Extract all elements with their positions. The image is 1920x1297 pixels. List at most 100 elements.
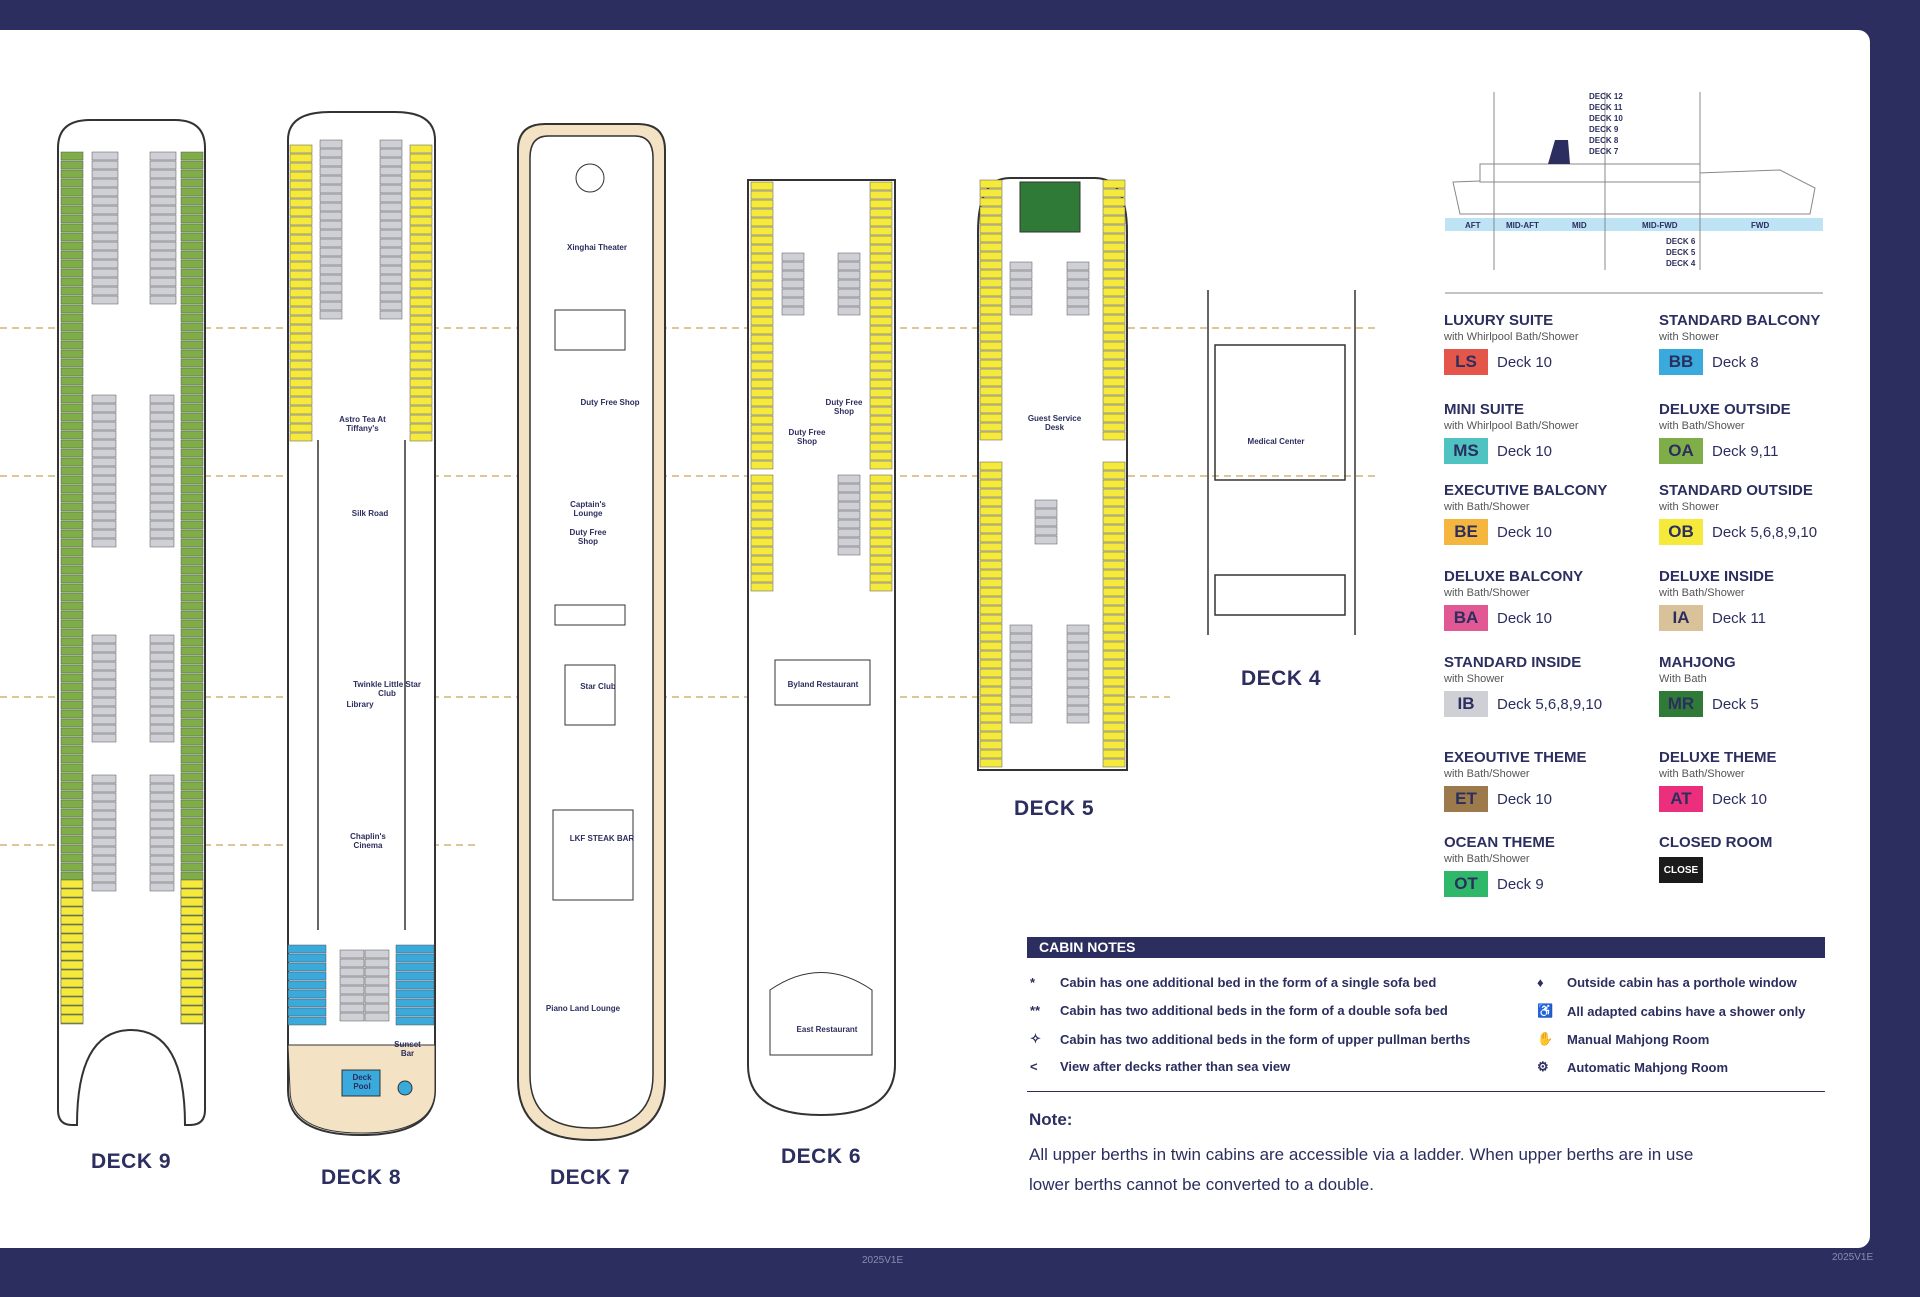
deck-5-outside-cabin (1102, 188, 1126, 198)
ship-zone-label: FWD (1751, 221, 1769, 230)
deck-6-outside-cabin (750, 226, 774, 236)
deck-5-outside-cabin (1102, 197, 1126, 207)
deck-9-outside-cabin (180, 897, 204, 907)
deck-6-outside-cabin (869, 325, 893, 335)
deck-5-outside-cabin (1102, 422, 1126, 432)
deck-9-inside-cabin (149, 661, 175, 671)
deck-9-inside-cabin (149, 466, 175, 476)
deck-6-outside-cabin (869, 370, 893, 380)
deck-9-outside-cabin (60, 241, 84, 251)
deck-5-outside-cabin (979, 578, 1003, 588)
deck-9-inside-cabin (91, 178, 119, 188)
deck-5-outside-cabin (979, 341, 1003, 351)
deck-5-outside-cabin (1102, 740, 1126, 750)
deck-9-outside-cabin (180, 331, 204, 341)
deck-8-outside-cabin (409, 207, 433, 217)
deck-8-outside-cabin (289, 414, 313, 424)
notes-divider (1027, 1091, 1825, 1092)
deck-6-inside-cabin (781, 306, 805, 316)
deck-6-outside-cabin (869, 415, 893, 425)
deck-8-inside-cabin (319, 193, 343, 203)
deck-5-outside-cabin (1102, 497, 1126, 507)
deck-4-label: DECK 4 (1241, 667, 1322, 690)
deck-9-outside-cabin (60, 268, 84, 278)
deck-5-outside-cabin (979, 269, 1003, 279)
deck-5-outside-cabin (979, 623, 1003, 633)
deck-5-outside-cabin (1102, 677, 1126, 687)
deck-6-outside-cabin (750, 519, 774, 529)
deck-9-outside-cabin (60, 673, 84, 683)
deck-9-inside-cabin (91, 697, 117, 707)
deck-9-outside-cabin (60, 1005, 84, 1015)
deck-5-outside-cabin (1102, 386, 1126, 396)
deck-9-outside-cabin (180, 223, 204, 233)
deck-6-outside-cabin (750, 199, 774, 209)
deck-8-outside-cabin (409, 378, 433, 388)
deck-5-outside-cabin (1102, 179, 1126, 189)
deck-5-outside-cabin (1102, 587, 1126, 597)
legend-title: LUXURY SUITE (1444, 312, 1554, 329)
deck-9-outside-cabin (60, 178, 84, 188)
deck-9-inside-cabin (91, 277, 119, 287)
deck-6-inside-cabin (781, 288, 805, 298)
deck-9-inside-cabin (149, 882, 175, 892)
deck-6-outside-cabin (750, 388, 774, 398)
deck-8-inside-cabin (379, 202, 403, 212)
deck-9-inside-cabin (149, 241, 177, 251)
deck-5-outside-cabin (1102, 377, 1126, 387)
legend-title: STANDARD OUTSIDE (1659, 482, 1813, 499)
deck-9-outside-cabin (180, 996, 204, 1006)
deck-9-inside-cabin (149, 864, 175, 874)
deck-9-inside-cabin (91, 792, 117, 802)
note-text: Manual Mahjong Room (1567, 1031, 1710, 1047)
legend-code-badge: MS (1444, 438, 1488, 464)
deck-9-outside-cabin (180, 511, 204, 521)
note-text: Cabin has one additional bed in the form… (1060, 975, 1437, 990)
ship-deck-level-label: DECK 9 (1589, 125, 1619, 134)
deck-6-outside-cabin (750, 582, 774, 592)
deck-5-outside-cabin (979, 596, 1003, 606)
deck-8-inside-cabin (319, 247, 343, 257)
legend-decks: Deck 8 (1712, 353, 1759, 371)
deck-8-inside-cabin (364, 1003, 390, 1013)
deck-9-inside-cabin (149, 520, 175, 530)
deck-8-outside-cabin (409, 360, 433, 370)
deck-9-outside-cabin (60, 421, 84, 431)
venue-piano-land-lounge: Piano Land Lounge (545, 1004, 621, 1013)
deck-5-inside-cabin (1009, 642, 1033, 652)
deck-5-outside-cabin (1102, 623, 1126, 633)
legend-subtitle: with Bath/Shower (1444, 853, 1530, 865)
deck-5-inside-cabin (1066, 696, 1090, 706)
deck-9-outside-cabin (60, 403, 84, 413)
legend-subtitle: with Whirlpool Bath/Shower (1444, 331, 1579, 343)
deck-8-outside-cabin (289, 189, 313, 199)
zone-divider-lines (0, 327, 1375, 846)
deck-5-inside-cabin (1066, 687, 1090, 697)
deck-9-inside-cabin (149, 421, 175, 431)
deck-9-outside-cabin (60, 385, 84, 395)
deck-5-outside-cabin (979, 488, 1003, 498)
deck-9-outside-cabin (60, 969, 84, 979)
deck-8-outside-cabin (289, 432, 313, 442)
deck-8-inside-cabin (379, 283, 403, 293)
deck-9-outside-cabin (180, 592, 204, 602)
deck-5-outside-cabin (979, 470, 1003, 480)
deck-5-outside-cabin (979, 686, 1003, 696)
deck-9-inside-cabin (91, 511, 117, 521)
deck-9-outside-cabin (60, 295, 84, 305)
deck-9-outside-cabin (60, 745, 84, 755)
deck-9-outside-cabin (180, 888, 204, 898)
deck-5-inside-cabin (1066, 678, 1090, 688)
deck-8-outside-cabin (289, 180, 313, 190)
legend-code-badge: OT (1444, 871, 1488, 897)
deck-5-outside-cabin (1102, 668, 1126, 678)
legend-title: EXECUTIVE BALCONY (1444, 482, 1608, 499)
deck-8-inside-cabin (379, 148, 403, 158)
deck-6-outside-cabin (750, 316, 774, 326)
deck-9-outside-cabin (60, 574, 84, 584)
deck-5-outside-cabin (1102, 251, 1126, 261)
deck-5-outside-cabin (979, 377, 1003, 387)
deck-6-inside-cabin (837, 528, 861, 538)
venue-medical-center: Medical Center (1247, 437, 1305, 446)
deck-9-outside-cabin (180, 601, 204, 611)
